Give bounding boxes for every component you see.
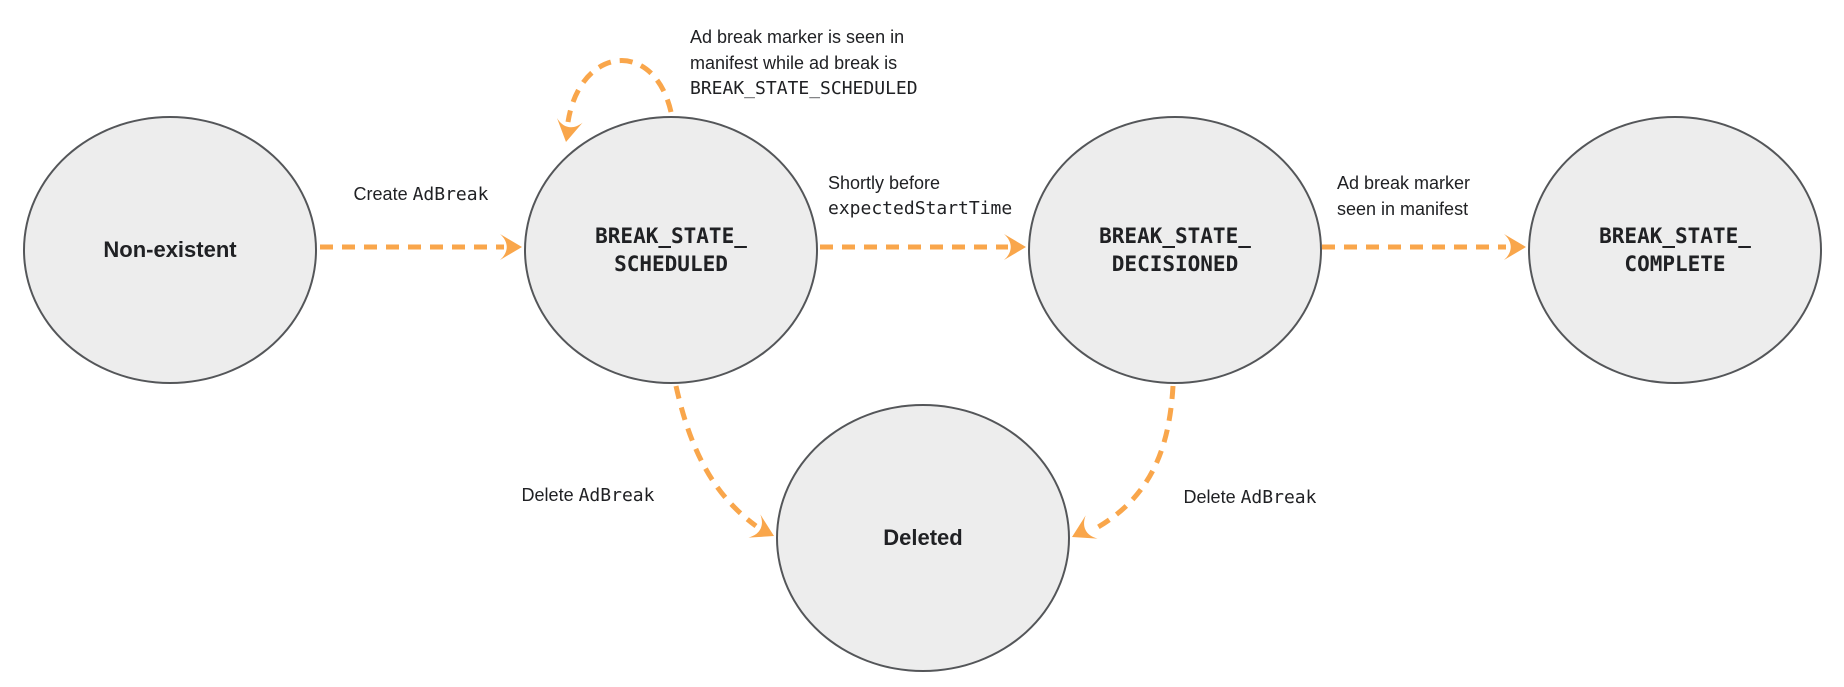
edge-label-self-loop-line1: Ad break marker is seen in xyxy=(690,27,905,47)
edge-delete-right-arrowhead-icon xyxy=(1072,515,1098,539)
state-break-state-decisioned: BREAK_STATE_ DECISIONED xyxy=(1028,116,1322,384)
state-deleted-label: Deleted xyxy=(883,525,963,550)
state-deleted: Deleted xyxy=(776,404,1070,672)
state-break-state-decisioned-line1: BREAK_STATE_ xyxy=(1099,224,1251,248)
edge-label-self-loop-line2: manifest while ad break is xyxy=(690,53,898,73)
state-non-existent-label: Non-existent xyxy=(103,237,237,262)
edge-create-adbreak-arrowhead-icon xyxy=(500,234,522,260)
state-non-existent: Non-existent xyxy=(23,116,317,384)
edge-label-create-plain: Create xyxy=(353,184,413,204)
edge-shortly-before-arrowhead-icon xyxy=(1004,234,1026,260)
edge-label-delete-left-code: AdBreak xyxy=(578,485,655,506)
edge-label-shortly-code: expectedStartTime xyxy=(828,198,1013,219)
edge-self-loop-line xyxy=(565,58,674,123)
state-break-state-decisioned-label: BREAK_STATE_ DECISIONED xyxy=(1099,222,1251,278)
state-break-state-scheduled-label: BREAK_STATE_ SCHEDULED xyxy=(595,222,747,278)
state-break-state-scheduled: BREAK_STATE_ SCHEDULED xyxy=(524,116,818,384)
edge-self-loop-arrowhead-icon xyxy=(557,118,583,142)
state-break-state-complete-line1: BREAK_STATE_ xyxy=(1599,224,1751,248)
edge-label-delete-right-code: AdBreak xyxy=(1240,487,1317,508)
edge-delete-left-line xyxy=(673,385,758,529)
edge-label-create-adbreak: Create AdBreak xyxy=(354,181,489,208)
edge-delete-right-line xyxy=(1091,385,1176,533)
edge-label-self-loop-code: BREAK_STATE_SCHEDULED xyxy=(690,78,918,99)
state-break-state-scheduled-line1: BREAK_STATE_ xyxy=(595,224,747,248)
edge-label-shortly-plain: Shortly before xyxy=(828,173,941,193)
edge-label-marker-seen-line2: seen in manifest xyxy=(1337,199,1469,219)
edge-label-marker-seen: Ad break marker seen in manifest xyxy=(1337,170,1470,222)
edge-delete-left-arrowhead-icon xyxy=(748,514,774,538)
state-break-state-decisioned-line2: DECISIONED xyxy=(1111,252,1239,276)
edge-label-delete-adbreak-left: Delete AdBreak xyxy=(522,482,655,509)
state-break-state-complete-label: BREAK_STATE_ COMPLETE xyxy=(1599,222,1751,278)
state-break-state-complete: BREAK_STATE_ COMPLETE xyxy=(1528,116,1822,384)
edge-label-self-loop: Ad break marker is seen in manifest whil… xyxy=(690,24,918,102)
edge-label-delete-right-plain: Delete xyxy=(1183,487,1241,507)
edge-label-shortly-before: Shortly before expectedStartTime xyxy=(828,170,1012,222)
edge-label-marker-seen-line1: Ad break marker xyxy=(1337,173,1471,193)
edge-label-delete-adbreak-right: Delete AdBreak xyxy=(1184,484,1317,511)
state-break-state-scheduled-line2: SCHEDULED xyxy=(614,252,728,276)
edge-label-delete-left-plain: Delete xyxy=(521,485,579,505)
edge-label-create-code: AdBreak xyxy=(412,184,489,205)
state-break-state-complete-line2: COMPLETE xyxy=(1624,252,1726,276)
edge-marker-seen-arrowhead-icon xyxy=(1504,234,1526,260)
